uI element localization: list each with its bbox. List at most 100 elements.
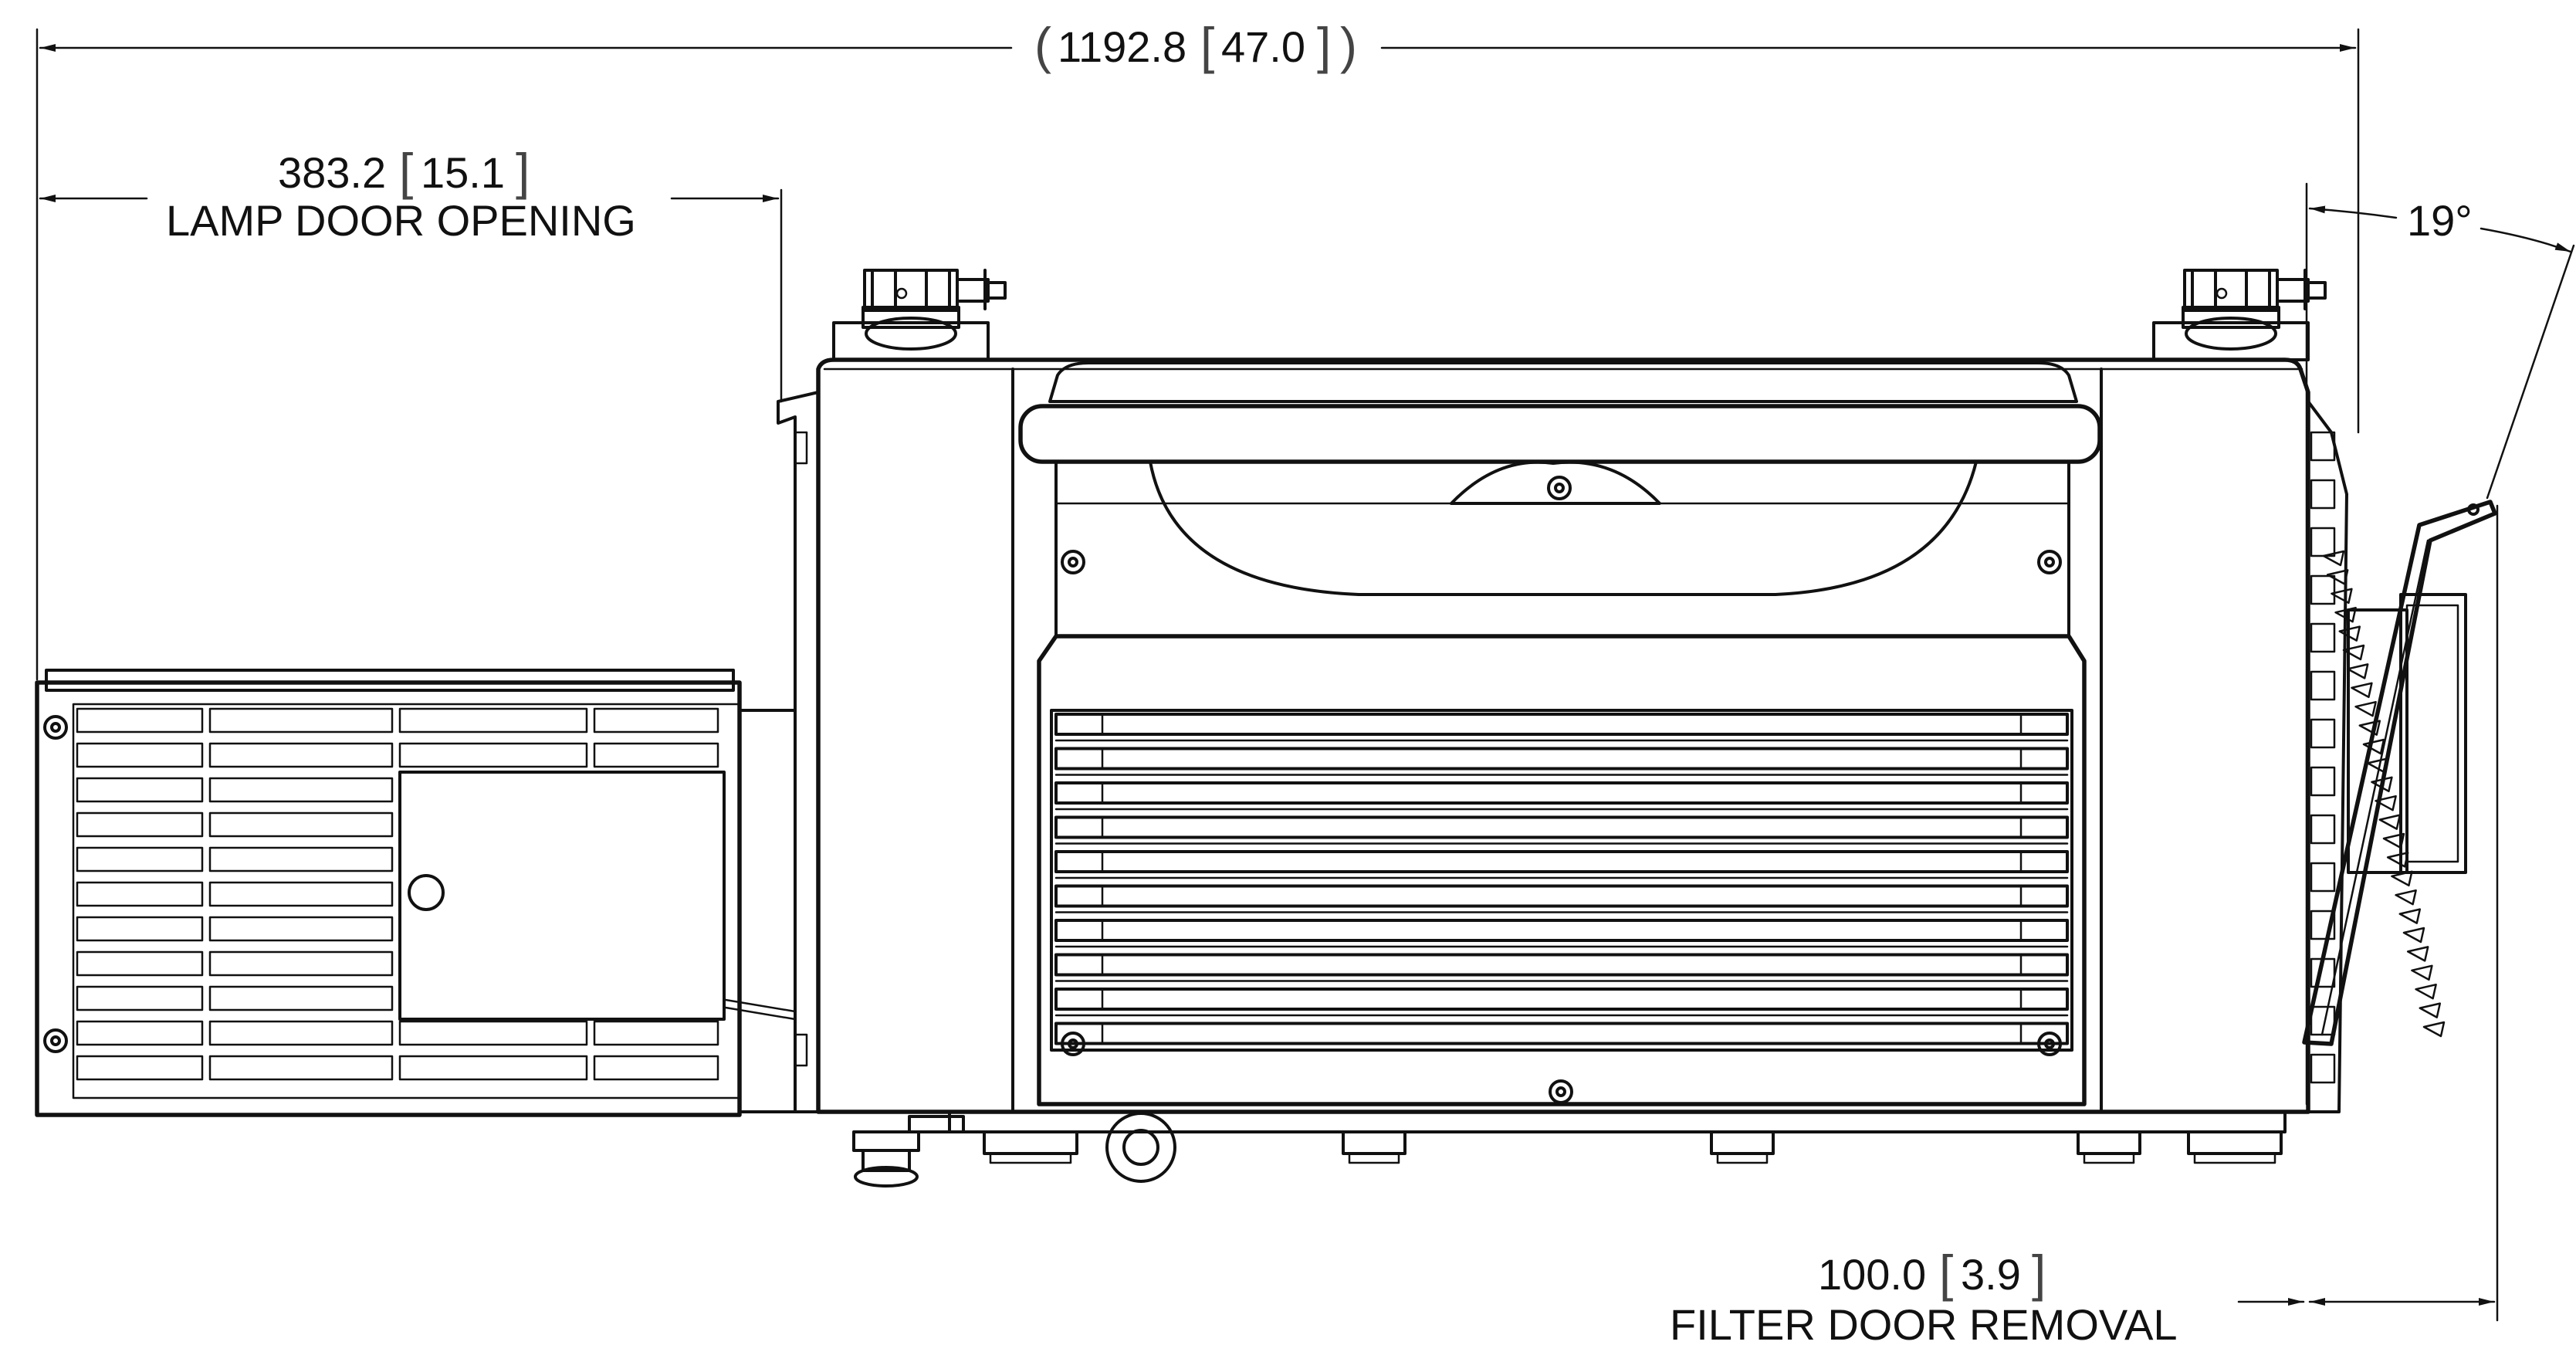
clamp-body [2191,269,2271,312]
grille-slat-end [1054,816,1104,839]
rear-panel-clip [794,1033,808,1067]
filter-louver [2406,946,2429,962]
overall-dimension-inches: 47.0 [1221,22,1305,71]
grille-slat [1054,815,2069,839]
filter-louver [2422,1021,2446,1038]
lamp-grille-slat [208,1055,394,1081]
filter-louver [2326,569,2349,585]
side-vent [2310,527,2336,557]
top-cover [1048,361,2078,403]
grille-slat-end [2019,816,2069,839]
clamp-body [871,269,951,312]
foot-pad [2193,1152,2276,1164]
angle-reference-line [2486,244,2575,500]
intake-panel [1037,634,2087,1106]
foot-pad [1348,1152,1400,1164]
grille-slat-end [2019,713,2069,736]
lamp-grille-slat [208,742,394,768]
grille-slat-end [1054,850,1104,873]
grille-slat-end [1054,954,1104,976]
rear-panel [777,391,820,1113]
screw-icon [1555,1086,1566,1097]
filter-louver [2411,964,2433,981]
clamp-collar [861,306,960,329]
filter-louver [2398,908,2422,924]
bracket-open: [ [399,143,413,200]
clamp-side [863,269,897,312]
grille-slat-end [1054,747,1104,770]
filter-door [2302,500,2497,1046]
projector-body [777,357,2348,1133]
lamp-grille-slat [593,707,719,734]
grille-slat [1054,1022,2069,1045]
angle-value: 19° [2407,196,2473,245]
grille-slat-end [1054,919,1104,942]
grille-slat-end [2019,954,2069,976]
lamp-grille-slat [76,846,204,872]
lamp-door-dimension: 383.2 [ 15.1 ] LAMP DOOR OPENING [39,143,783,403]
lamp-grille-slat [208,916,394,942]
foot-pad [854,1166,919,1188]
screw-icon [1061,550,1085,574]
intake-grille [1054,713,2069,1051]
lamp-door-inches: 15.1 [421,148,505,197]
filter-door-caption: FILTER DOOR REMOVAL [1670,1300,2178,1349]
filter-louver [2371,776,2393,793]
grille-slat [1054,850,2069,873]
screw-icon [43,1028,68,1053]
side-vent [2310,479,2336,510]
lamp-grille-slat [208,846,394,872]
foot-stem [861,1149,911,1172]
lamp-grille-slat [76,881,204,907]
filter-element [2399,593,2467,874]
lamp-grille-slat [593,1020,719,1046]
filter-door-louvers [2322,550,2446,1038]
filter-door-panel [2302,500,2497,1046]
filter-louver [2354,700,2377,717]
foot-bracket [908,1115,965,1133]
bracket-close: ] [516,143,530,200]
clamp-side [2245,269,2279,312]
filter-louver [2402,927,2425,944]
grille-slat-end [1054,781,1104,805]
screw-icon [1549,1079,1573,1104]
grille-slat [1054,884,2069,908]
filter-louver [2366,757,2389,774]
wheel-hub [1122,1129,1159,1166]
lamp-grille-slat [208,707,394,734]
foot-pad [989,1152,1072,1164]
filter-louver [2338,625,2361,642]
lamp-grille-slat [208,950,394,977]
lamp-grille-slat [76,777,204,803]
side-vent [2310,1053,2336,1084]
screw-icon [2044,1038,2055,1049]
intake-grille-frame [1050,709,2073,1052]
foot-nut [852,1130,920,1152]
filter-door-inches: 3.9 [1961,1250,2021,1299]
clamp-knob [865,317,957,351]
lens-dome [1149,460,1978,596]
side-vent [2310,431,2336,462]
lamp-grille-slat [398,1055,588,1081]
clamp-base [832,321,990,361]
side-vent [2310,718,2336,749]
paren-open: ( [1034,17,1051,74]
filter-louver [2391,870,2413,887]
grille-slat [1054,953,2069,977]
lamp-grille-slat [76,985,204,1011]
lamp-door-top-lip [45,669,735,692]
overall-dimension: ( 1192.8 [ 47.0 ] ) [36,17,2360,681]
center-notch [1450,460,1661,505]
hinge-wire [724,998,797,1013]
lamp-door-value: 383.2 [278,148,386,197]
screw-icon [1554,483,1565,493]
grille-slat-end [2019,850,2069,873]
foot-pad [1716,1152,1769,1164]
clamp-lever-tip [987,281,1007,300]
filter-louver [2342,644,2365,661]
screw-icon [50,1035,61,1046]
clamp-pin [895,287,908,300]
filter-louver [2334,606,2357,623]
filter-louver [2378,814,2402,830]
right-side-panel [2307,400,2348,1113]
